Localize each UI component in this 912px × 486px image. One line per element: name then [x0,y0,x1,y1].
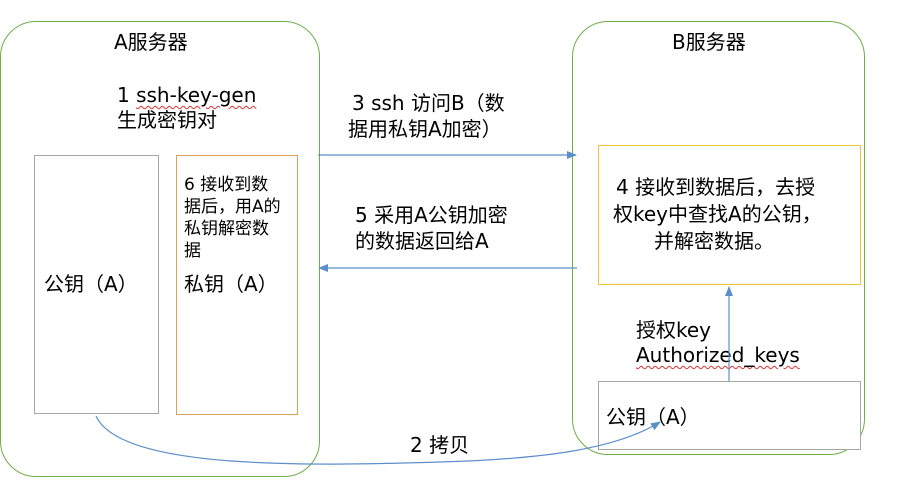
step6-line3: 私钥解密数 [184,219,269,239]
auth-key-label-line1: 授权key [636,318,712,342]
step4-line1: 4 接收到数据后，去授 [616,175,816,199]
step4-line3: 并解密数据。 [654,229,774,253]
auth-key-label-line2: Authorized_keys [636,343,800,367]
step6-line4: 据 [184,241,201,261]
step6-line2: 据后，用A的 [184,197,281,217]
a-private-key-label: 私钥（A） [184,272,278,296]
server-a-title: A服务器 [114,30,188,54]
server-a-panel [0,21,320,477]
b-public-key-box [598,381,861,450]
step1-number: 1 [117,83,130,107]
step3-line1: 3 ssh 访问B（数 [352,91,505,115]
step1-line1: 1 ssh-key-gen [117,83,256,107]
step5-line1: 5 采用A公钥加密 [355,203,508,227]
server-b-title: B服务器 [672,30,746,54]
step4-line2: 权key中查找A的公钥， [613,202,822,226]
step1-command: ssh-key-gen [136,83,257,107]
step3-line2: 据用私钥A加密） [348,117,502,141]
b-decrypt-box [598,145,861,285]
step2-label: 2 拷贝 [410,433,470,457]
step1-line2: 生成密钥对 [117,108,217,132]
step5-line2: 的数据返回给A [355,229,489,253]
a-public-key-label: 公钥（A） [44,272,138,296]
server-b-panel [572,21,865,455]
a-public-key-box [34,155,159,414]
a-private-key-box [176,155,298,415]
step6-line1: 6 接收到数 [184,175,269,195]
step2-copy-arrow [95,415,661,465]
